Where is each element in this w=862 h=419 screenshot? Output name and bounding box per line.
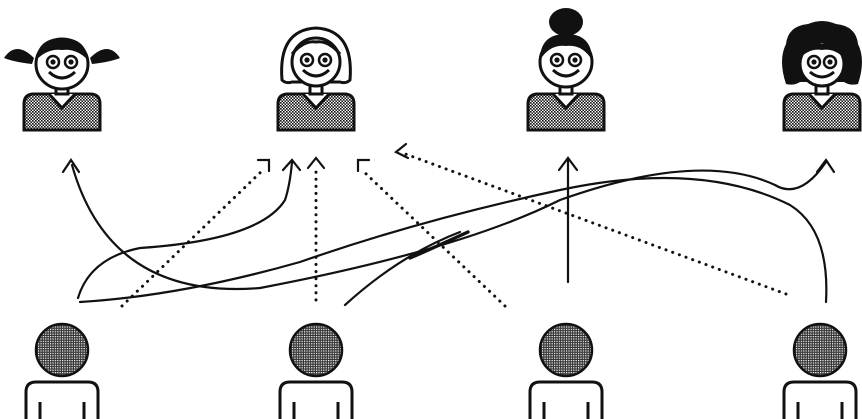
- arrow-head: [393, 142, 410, 160]
- girl-with-pigtails-icon: [4, 37, 120, 132]
- corner-arrow-head: [256, 158, 271, 173]
- anonymous-person-icon: [24, 322, 100, 419]
- arrow-head: [557, 156, 579, 172]
- solid-connection-line: [78, 176, 828, 304]
- solid-connection-line: [70, 160, 828, 291]
- solid-connection-line: [76, 160, 294, 300]
- anonymous-person-icon: [278, 322, 354, 419]
- woman-with-hair-bun-icon: [526, 8, 606, 132]
- arrow-head: [281, 158, 302, 172]
- corner-arrow-head: [356, 158, 371, 173]
- dotted-connection-line: [398, 150, 788, 296]
- woman-with-curly-hair-icon: [782, 21, 862, 132]
- arrow-head: [815, 158, 836, 174]
- dotted-connection-line: [360, 168, 507, 308]
- anonymous-person-icon: [528, 322, 604, 419]
- arrow-head: [306, 156, 326, 170]
- dotted-connection-line: [120, 166, 267, 308]
- arrow-head: [61, 158, 81, 174]
- anonymous-person-icon: [782, 322, 858, 419]
- woman-with-bob-hair-icon: [276, 26, 356, 132]
- solid-connection-line: [343, 230, 462, 307]
- solid-connection-line: [408, 230, 470, 260]
